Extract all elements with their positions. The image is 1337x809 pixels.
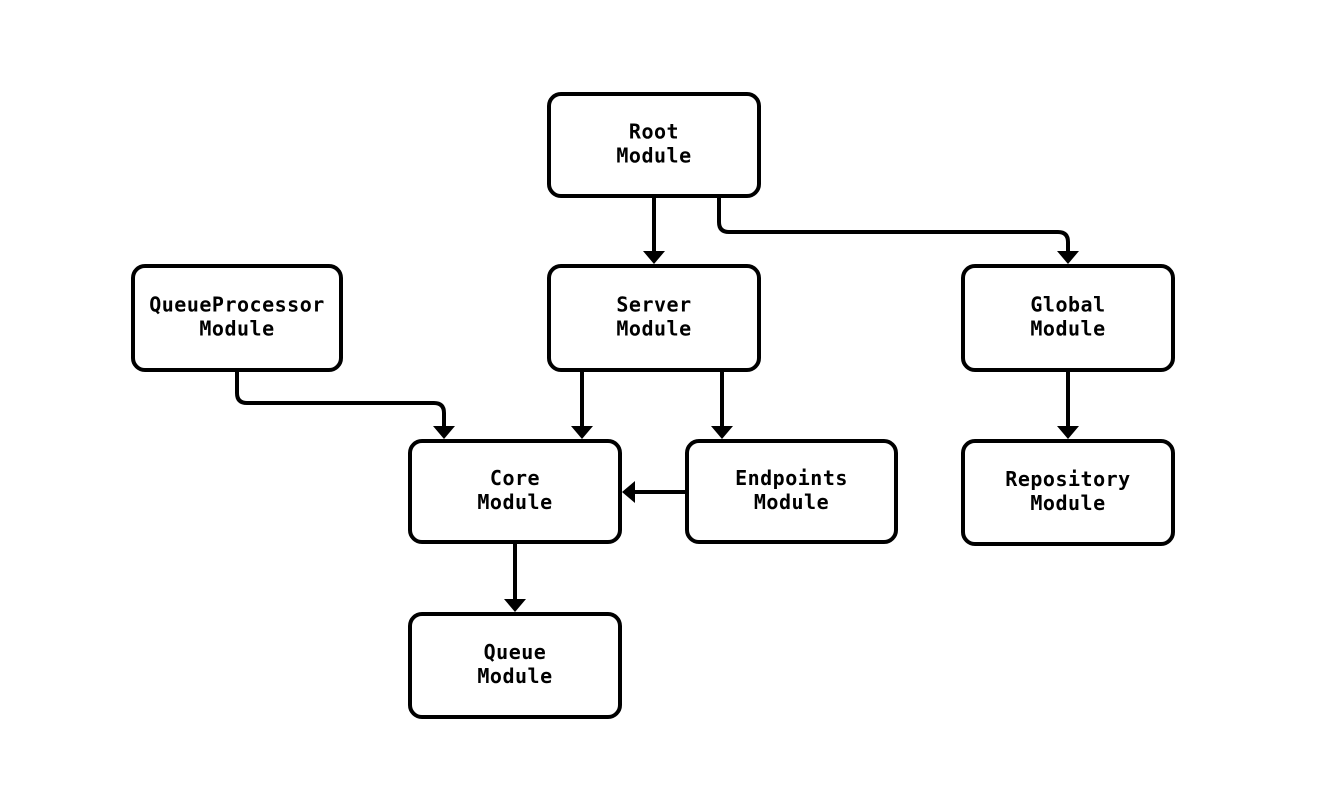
arrowhead-icon — [1057, 426, 1079, 439]
node-label-line1: Core — [490, 466, 540, 490]
node-box[interactable] — [547, 264, 761, 372]
edge-line — [717, 196, 1070, 253]
node-box[interactable] — [408, 439, 622, 544]
node-label-line2: Module — [1030, 491, 1105, 515]
edge-line — [235, 370, 446, 428]
node-label-line1: Endpoints — [735, 466, 848, 490]
edge-queueprocessor-to-core — [235, 370, 455, 439]
node-label-line1: Repository — [1005, 467, 1130, 491]
node-label-line2: Module — [477, 664, 552, 688]
node-box[interactable] — [961, 264, 1175, 372]
node-box[interactable] — [547, 92, 761, 198]
edge-global-to-repository — [1057, 370, 1079, 439]
nodes-layer: RootModuleQueueProcessorModuleServerModu… — [131, 92, 1175, 719]
edge-server-to-core — [571, 370, 593, 439]
node-label-line2: Module — [477, 490, 552, 514]
edges-layer — [235, 196, 1079, 612]
arrowhead-icon — [622, 481, 635, 503]
node-label-line2: Module — [616, 144, 691, 168]
node-label-line1: Root — [629, 120, 679, 144]
node-label-line1: Global — [1030, 293, 1105, 317]
node-box[interactable] — [961, 439, 1175, 546]
arrowhead-icon — [1057, 251, 1079, 264]
node-box[interactable] — [131, 264, 343, 372]
arrowhead-icon — [433, 426, 455, 439]
edge-server-to-endpoints — [711, 370, 733, 439]
arrowhead-icon — [571, 426, 593, 439]
edge-root-to-global — [717, 196, 1079, 264]
node-label-line1: Queue — [484, 640, 547, 664]
edge-root-to-server — [643, 196, 665, 264]
arrowhead-icon — [643, 251, 665, 264]
node-label-line1: Server — [616, 293, 691, 317]
node-label-line2: Module — [199, 317, 274, 341]
node-label-line2: Module — [616, 317, 691, 341]
node-box[interactable] — [685, 439, 898, 544]
arrowhead-icon — [711, 426, 733, 439]
node-label-line2: Module — [754, 490, 829, 514]
node-label-line2: Module — [1030, 317, 1105, 341]
node-box[interactable] — [408, 612, 622, 719]
edge-core-to-queue — [504, 542, 526, 612]
edge-endpoints-to-core — [622, 481, 687, 503]
arrowhead-icon — [504, 599, 526, 612]
node-label-line1: QueueProcessor — [149, 293, 325, 317]
